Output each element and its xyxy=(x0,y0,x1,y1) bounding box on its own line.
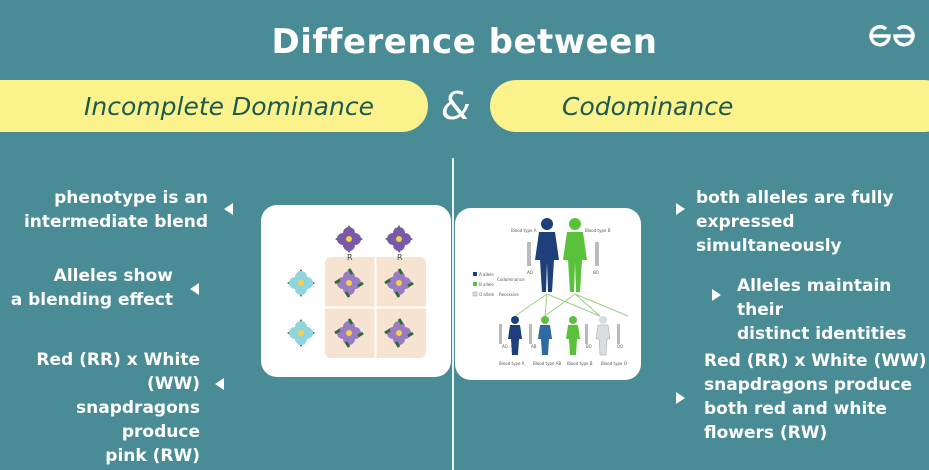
parent-a-label: Blood type A xyxy=(511,228,537,233)
left-point-3-line-1: Red (RR) x White (WW) xyxy=(36,350,200,394)
legend-a: A allele xyxy=(479,272,494,277)
blood-type-card: Blood type A Blood type B A allele B all… xyxy=(455,208,641,380)
left-point-2-line-1: Alleles show xyxy=(53,266,173,286)
left-point-1-line-2: intermediate blend xyxy=(23,212,208,232)
page-title: Difference between xyxy=(271,22,658,62)
child-1-label: Blood type A xyxy=(499,361,525,366)
left-point-2-line-2: a blending effect xyxy=(10,290,173,310)
incomplete-dominance-banner: Incomplete Dominance xyxy=(0,80,428,132)
parent-b-figure xyxy=(563,218,587,292)
left-point-1-arrow-icon xyxy=(224,203,233,215)
punnett-square-illustration: R R xyxy=(287,225,426,358)
child-4-genotype: OO xyxy=(617,344,623,349)
child-figures xyxy=(508,316,611,356)
right-point-3-line-4: flowers (RW) xyxy=(704,423,828,443)
right-point-1: both alleles are fully expressed simulta… xyxy=(696,186,929,258)
parent-b-genotype: BO xyxy=(593,270,599,275)
blood-type-illustration: Blood type A Blood type B A allele B all… xyxy=(472,218,629,366)
recessive-note: Recessive xyxy=(499,292,519,297)
punnett-square-card: R R xyxy=(261,205,451,377)
codominance-label: Codominance xyxy=(562,91,734,121)
parent-a-figure xyxy=(535,218,559,292)
codominance-note: Codominance xyxy=(497,277,525,282)
legend-b: B allele xyxy=(479,282,494,287)
left-point-1: phenotype is an intermediate blend xyxy=(24,186,208,234)
right-point-3-line-3: both red and white xyxy=(704,399,887,419)
parent-a-genotype: AO xyxy=(527,270,533,275)
child-4-label: Blood type O xyxy=(601,361,627,366)
right-point-2: Alleles maintain their distinct identiti… xyxy=(737,274,929,346)
left-point-2-arrow-icon xyxy=(190,283,199,295)
center-divider xyxy=(452,158,454,470)
right-point-2-arrow-icon xyxy=(712,289,721,301)
left-point-3: Red (RR) x White (WW) snapdragons produc… xyxy=(0,348,200,468)
codominance-banner: Codominance xyxy=(490,80,929,132)
right-point-3-line-1: Red (RR) x White (WW) xyxy=(704,351,927,371)
left-point-3-arrow-icon xyxy=(215,378,224,390)
punnett-label-r1: R xyxy=(347,253,353,262)
child-3-label: Blood type B xyxy=(567,361,593,366)
child-3-genotype: BO xyxy=(586,344,592,349)
child-2-label: Blood type AB xyxy=(533,361,562,366)
ampersand: & xyxy=(441,84,471,128)
geeksforgeeks-logo-icon xyxy=(867,22,917,54)
right-point-1-line-1: both alleles are fully xyxy=(696,188,894,208)
right-point-3-arrow-icon xyxy=(676,392,685,404)
punnett-label-r2: R xyxy=(397,253,403,262)
left-point-3-line-3: pink (RW) xyxy=(105,446,200,466)
child-1-genotype: AO xyxy=(502,344,508,349)
right-point-3-line-2: snapdragons produce xyxy=(704,375,912,395)
parent-b-label: Blood type B xyxy=(585,228,611,233)
right-point-1-arrow-icon xyxy=(676,203,685,215)
legend-o: O allele xyxy=(479,292,495,297)
incomplete-dominance-label: Incomplete Dominance xyxy=(84,91,374,121)
right-point-3: Red (RR) x White (WW) snapdragons produc… xyxy=(704,349,927,445)
child-2-genotype: AB xyxy=(531,344,537,349)
left-point-2: Alleles show a blending effect xyxy=(11,264,173,312)
left-point-1-line-1: phenotype is an xyxy=(54,188,208,208)
left-point-3-line-2: snapdragons produce xyxy=(76,398,200,442)
right-point-1-line-2: expressed simultaneously xyxy=(696,212,842,256)
right-point-2-line-1: Alleles maintain their xyxy=(737,276,892,320)
right-point-2-line-2: distinct identities xyxy=(737,324,907,344)
